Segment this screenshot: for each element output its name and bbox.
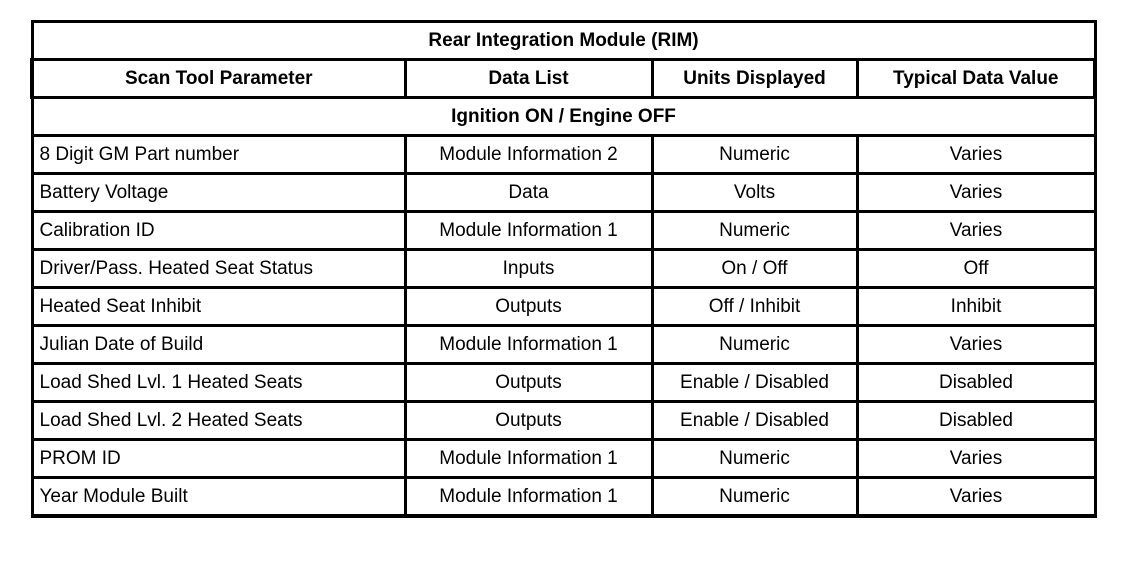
cell-typical-value: Varies xyxy=(855,172,1097,213)
cell-typical-value: Off xyxy=(855,248,1097,289)
cell-units: Enable / Disabled xyxy=(650,362,859,403)
table-row: 8 Digit GM Part number Module Informatio… xyxy=(30,134,1097,175)
cell-units: Numeric xyxy=(650,438,859,479)
cell-data-list: Inputs xyxy=(403,248,654,289)
table-body: Rear Integration Module (RIM) Scan Tool … xyxy=(30,20,1098,518)
cell-data-list: Module Information 1 xyxy=(403,438,654,479)
table-header-row: Scan Tool Parameter Data List Units Disp… xyxy=(30,58,1098,99)
column-header-units-displayed: Units Displayed xyxy=(650,58,859,99)
cell-units: Enable / Disabled xyxy=(650,400,859,441)
cell-parameter: Driver/Pass. Heated Seat Status xyxy=(30,248,407,289)
cell-parameter: PROM ID xyxy=(30,438,407,479)
cell-typical-value: Inhibit xyxy=(855,286,1097,327)
cell-parameter: Battery Voltage xyxy=(30,172,407,213)
cell-parameter: Julian Date of Build xyxy=(30,324,407,365)
table-row: Driver/Pass. Heated Seat Status Inputs O… xyxy=(30,248,1097,289)
cell-typical-value: Varies xyxy=(855,476,1097,518)
cell-typical-value: Varies xyxy=(855,210,1097,251)
cell-data-list: Outputs xyxy=(403,400,654,441)
cell-parameter: Year Module Built xyxy=(30,476,407,518)
cell-units: Numeric xyxy=(650,134,859,175)
cell-data-list: Module Information 1 xyxy=(403,476,654,518)
cell-parameter: Load Shed Lvl. 2 Heated Seats xyxy=(30,400,407,441)
table-row: Load Shed Lvl. 2 Heated Seats Outputs En… xyxy=(30,400,1097,441)
table-row: Heated Seat Inhibit Outputs Off / Inhibi… xyxy=(30,286,1097,327)
table-title-row: Rear Integration Module (RIM) xyxy=(30,20,1097,61)
cell-typical-value: Varies xyxy=(855,134,1097,175)
table-row: Load Shed Lvl. 1 Heated Seats Outputs En… xyxy=(30,362,1097,403)
section-label-ignition-on-engine-off: Ignition ON / Engine OFF xyxy=(30,96,1097,137)
cell-data-list: Module Information 1 xyxy=(403,324,654,365)
cell-typical-value: Varies xyxy=(855,438,1097,479)
cell-parameter: Load Shed Lvl. 1 Heated Seats xyxy=(30,362,407,403)
table-row: Calibration ID Module Information 1 Nume… xyxy=(30,210,1097,251)
cell-data-list: Module Information 1 xyxy=(403,210,654,251)
cell-typical-value: Disabled xyxy=(855,362,1097,403)
table-row: Year Module Built Module Information 1 N… xyxy=(30,476,1097,518)
table-row: PROM ID Module Information 1 Numeric Var… xyxy=(30,438,1097,479)
cell-units: Off / Inhibit xyxy=(650,286,859,327)
column-header-scan-tool-parameter: Scan Tool Parameter xyxy=(30,58,407,99)
table-title: Rear Integration Module (RIM) xyxy=(30,20,1097,61)
cell-data-list: Outputs xyxy=(403,362,654,403)
table-row: Julian Date of Build Module Information … xyxy=(30,324,1097,365)
cell-typical-value: Varies xyxy=(855,324,1097,365)
cell-units: On / Off xyxy=(650,248,859,289)
column-header-typical-data-value: Typical Data Value xyxy=(855,58,1098,99)
cell-units: Numeric xyxy=(650,476,859,518)
cell-parameter: Calibration ID xyxy=(30,210,407,251)
cell-parameter: 8 Digit GM Part number xyxy=(30,134,407,175)
rim-scan-tool-parameter-table: Rear Integration Module (RIM) Scan Tool … xyxy=(30,20,1098,518)
cell-data-list: Module Information 2 xyxy=(403,134,654,175)
table-row: Battery Voltage Data Volts Varies xyxy=(30,172,1097,213)
cell-units: Numeric xyxy=(650,324,859,365)
cell-units: Volts xyxy=(650,172,859,213)
cell-parameter: Heated Seat Inhibit xyxy=(30,286,407,327)
column-header-data-list: Data List xyxy=(403,58,654,99)
cell-units: Numeric xyxy=(650,210,859,251)
cell-typical-value: Disabled xyxy=(855,400,1097,441)
cell-data-list: Outputs xyxy=(403,286,654,327)
rim-data-table-container: Rear Integration Module (RIM) Scan Tool … xyxy=(30,20,1098,558)
cell-data-list: Data xyxy=(403,172,654,213)
section-header-row: Ignition ON / Engine OFF xyxy=(30,96,1097,137)
